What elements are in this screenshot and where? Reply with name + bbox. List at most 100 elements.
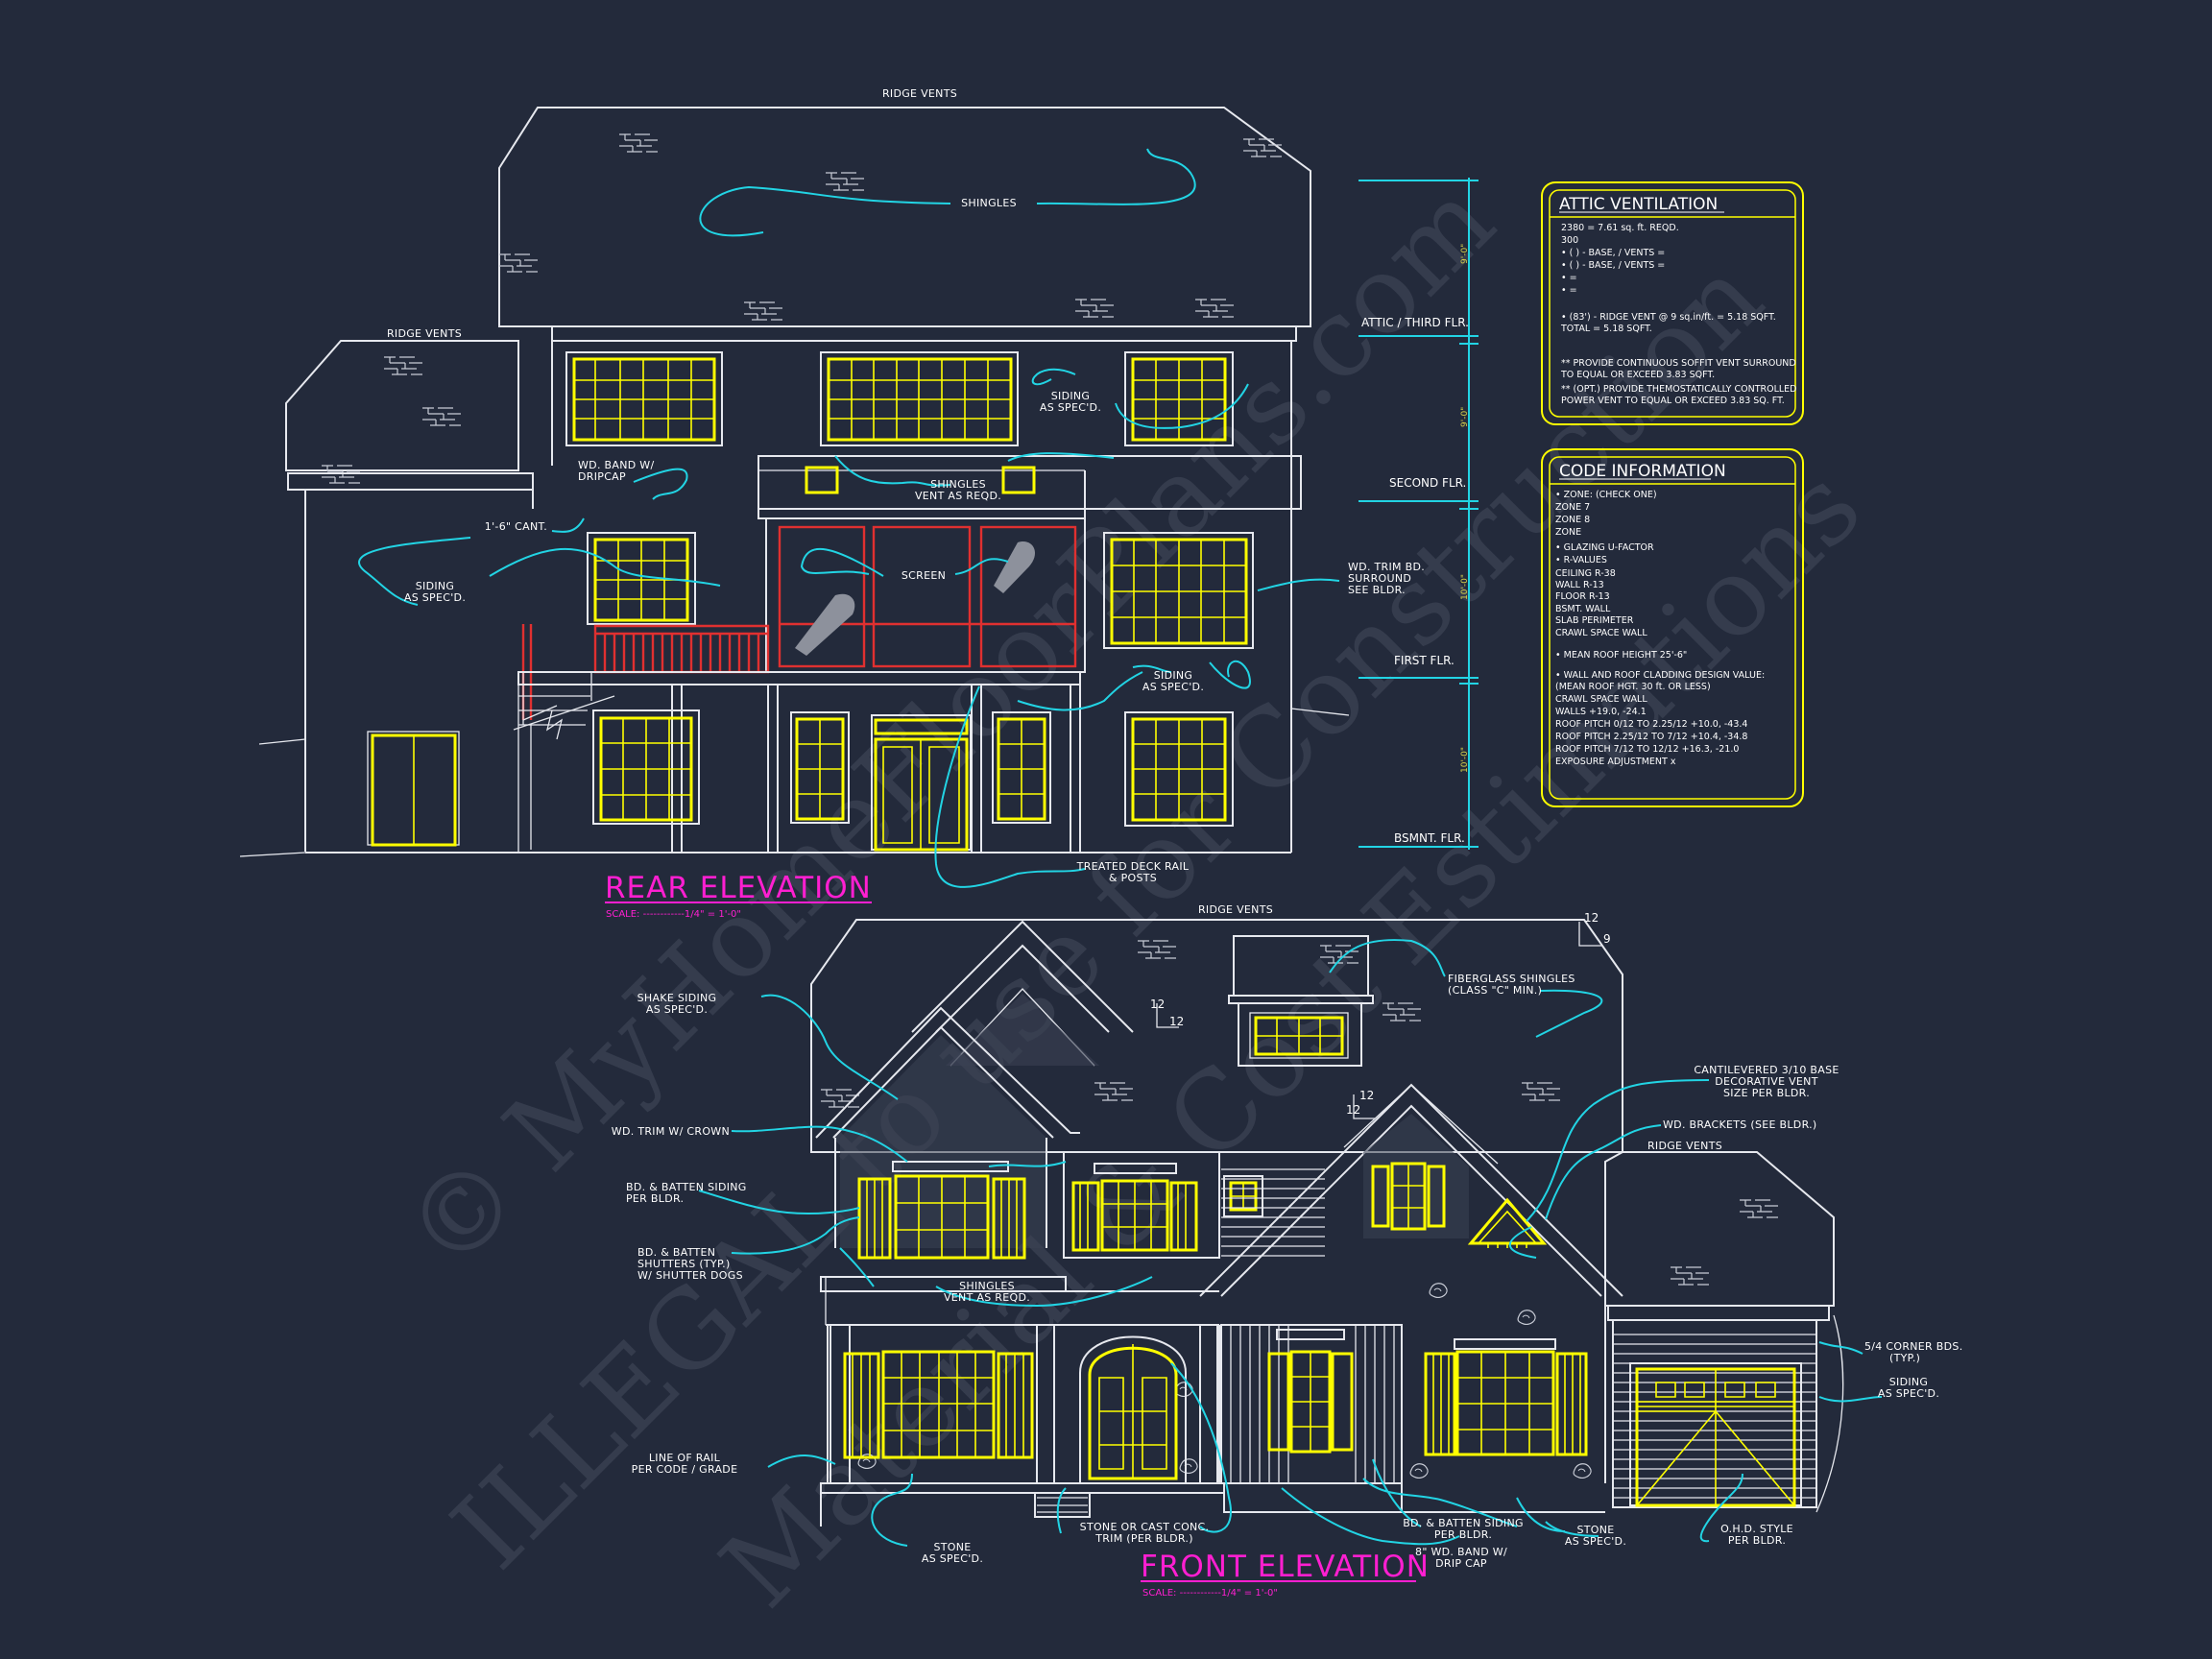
front-note-bb-siding2: PER BLDR. [626,1192,684,1205]
rear-note-shingles-vent2: VENT AS REQD. [915,490,1001,502]
rear-elevation-scale: SCALE: ------------1/4" = 1'-0" [606,909,741,920]
front-right-gable [1199,1083,1623,1325]
rear-left-wing-roof [285,340,519,471]
rear-note-cant: 1'-6" CANT. [485,520,547,533]
rear-note-trim-bd3: SEE BLDR. [1348,584,1406,596]
dim-1: 9'-0" [1460,244,1470,264]
rear-window-b-left [592,709,700,825]
front-note-stone-left2: AS SPEC'D. [922,1552,983,1565]
front-note-cantilever: CANTILEVERED 3/10 BASE [1694,1064,1839,1076]
front-note-corner2: (TYP.) [1889,1352,1920,1364]
front-garage-wing [1604,1151,1835,1508]
front-note-shingles-vent: SHINGLES [959,1280,1015,1292]
code-box-title: CODE INFORMATION [1559,462,1726,481]
rear-note-siding-upper2: AS SPEC'D. [1040,401,1101,414]
attic-line-6: • (83') - RIDGE VENT @ 9 sq.in/ft. = 5.1… [1561,312,1776,323]
front-dormer [1228,935,1374,1067]
pitch-3: 12 [1150,998,1165,1011]
front-note-stone-right2: AS SPEC'D. [1565,1535,1626,1548]
front-main-roof [810,919,1623,1153]
front-note-stone-trim2: TRIM (PER BLDR.) [1094,1532,1193,1545]
attic-box-title: ATTIC VENTILATION [1559,195,1718,214]
rear-note-siding-mid: SIDING [1154,669,1193,682]
pitch-1: 12 [1584,911,1599,925]
front-note-shake2: AS SPEC'D. [646,1003,708,1016]
code-line-10: SLAB PERIMETER [1555,615,1634,626]
rear-window-b-right [1124,711,1234,827]
rear-note-ridge-left: RIDGE VENTS [387,327,462,340]
code-line-12: • MEAN ROOF HEIGHT 25'-6" [1555,650,1687,661]
code-line-9: BSMT. WALL [1555,604,1611,614]
pitch-4: 12 [1169,1015,1184,1028]
rear-french-door [871,714,972,852]
code-line-16: WALLS +19.0, -24.1 [1555,707,1647,717]
code-line-3: ZONE [1555,527,1581,538]
attic-ventilation-box: ATTIC VENTILATION 2380 = 7.61 sq. ft. RE… [1541,181,1804,425]
front-elevation-title: FRONT ELEVATION [1141,1550,1430,1584]
dim-4: 10'-0" [1460,747,1470,773]
front-note-trim-crown: WD. TRIM W/ CROWN [612,1125,730,1138]
rear-window-1f-right [1103,532,1254,649]
front-note-ohd2: PER BLDR. [1728,1534,1786,1547]
pitch-6: 12 [1346,1103,1360,1117]
front-note-corner: 5/4 CORNER BDS. [1864,1340,1963,1353]
front-note-band8b: DRIP CAP [1435,1557,1487,1570]
pitch-5: 12 [1359,1089,1374,1102]
front-elevation-scale: SCALE: ------------1/4" = 1'-0" [1142,1588,1278,1599]
code-line-6: CEILING R-38 [1555,568,1616,579]
front-elevation: 12 9 12 12 12 12 [612,903,1963,1599]
rear-note-deck-rail2: & POSTS [1109,872,1157,884]
front-note-ridge-right: RIDGE VENTS [1647,1140,1722,1152]
code-line-1: ZONE 7 [1555,502,1590,513]
level-second: SECOND FLR. [1389,476,1466,490]
code-line-15: CRAWL SPACE WALL [1555,694,1647,705]
attic-line-3: • ( ) - BASE, / VENTS = [1561,260,1665,271]
rear-note-shingles-vent: SHINGLES [930,478,986,491]
code-line-17: ROOF PITCH 0/12 TO 2.25/12 +10.0, -43.4 [1555,719,1747,730]
attic-line-4: • = [1561,273,1577,283]
level-basement: BSMNT. FLR. [1394,831,1465,845]
front-door [1079,1335,1187,1483]
rear-note-wd-band: WD. BAND W/ [578,459,655,471]
code-line-18: ROOF PITCH 2.25/12 TO 7/12 +10.4, -34.8 [1555,732,1747,742]
front-note-siding2: AS SPEC'D. [1878,1387,1939,1400]
front-note-rail: LINE OF RAIL [649,1452,721,1464]
rear-window-2f-left [565,351,723,446]
front-window-lower-right [1401,1306,1606,1483]
pitch-2: 9 [1603,932,1611,946]
rear-note-ridge-top: RIDGE VENTS [882,87,957,100]
rear-note-siding-left2: AS SPEC'D. [404,591,466,604]
attic-line-1: 300 [1561,235,1578,246]
rear-window-2f-center [820,351,1019,446]
rear-note-screen: SCREEN [902,569,946,582]
front-note-shingles-vent2: VENT AS REQD. [944,1291,1030,1304]
code-line-0: • ZONE: (CHECK ONE) [1555,490,1657,500]
rear-note-deck-rail: TREATED DECK RAIL [1076,860,1190,873]
rear-leaders [358,148,1340,888]
front-window-upper-left [857,1161,1026,1260]
dim-3: 10'-0" [1460,574,1470,600]
code-information-box: CODE INFORMATION • ZONE: (CHECK ONE) ZON… [1541,448,1804,807]
rear-note-siding-left: SIDING [416,580,455,592]
front-note-brackets: WD. BRACKETS (SEE BLDR.) [1663,1118,1817,1131]
rear-window-1f-left [587,532,696,625]
front-leaders [698,939,1883,1547]
code-line-7: WALL R-13 [1555,580,1604,590]
rear-note-trim-bd2: SURROUND [1348,572,1411,585]
attic-line-9: TO EQUAL OR EXCEED 3.83 SQFT. [1560,370,1715,380]
front-center-bay [1220,1324,1403,1484]
attic-line-0: 2380 = 7.61 sq. ft. REQD. [1561,223,1679,233]
rear-note-siding-mid2: AS SPEC'D. [1142,681,1204,693]
attic-line-5: • = [1561,285,1577,296]
code-line-8: FLOOR R-13 [1555,591,1610,602]
front-note-bb-lower2: PER BLDR. [1434,1528,1492,1541]
front-note-cantilever3: SIZE PER BLDR. [1723,1087,1810,1099]
front-note-shutters: BD. & BATTEN [637,1246,715,1259]
rear-main-roof [498,107,1311,327]
rear-window-b-2 [790,711,850,824]
code-line-19: ROOF PITCH 7/12 TO 12/12 +16.3, -21.0 [1555,744,1739,755]
rear-elevation-title: REAR ELEVATION [605,871,872,905]
attic-line-10: ** (OPT.) PROVIDE THEMOSTATICALLY CONTRO… [1561,384,1797,395]
front-note-shutters3: W/ SHUTTER DOGS [637,1269,743,1282]
dim-2: 9'-0" [1460,407,1470,427]
